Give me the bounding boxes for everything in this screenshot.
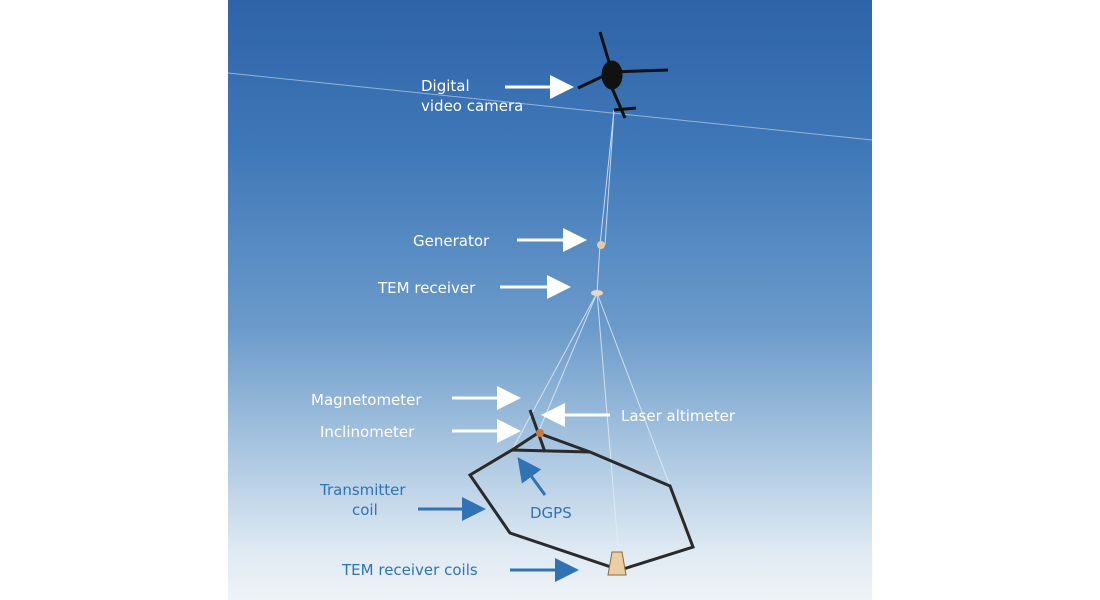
- helicopter-icon: [577, 31, 669, 119]
- power-line: [227, 72, 873, 141]
- label-inclinometer: Inclinometer: [320, 423, 415, 441]
- helicopter-survey-photo: [228, 0, 872, 600]
- transmitter-frame: [467, 409, 695, 572]
- label-magnetometer: Magnetometer: [311, 391, 422, 409]
- tem-receiver-unit: [591, 290, 603, 296]
- blue-arrows: [418, 457, 579, 582]
- tow-cables: [511, 109, 671, 571]
- label-camera-line1: Digital: [421, 77, 470, 95]
- label-camera-line2: video camera: [421, 97, 523, 115]
- label-tem-receiver-coils: TEM receiver coils: [341, 561, 478, 579]
- label-transmitter-line2: coil: [352, 501, 378, 519]
- receiver-coils-unit: [607, 551, 627, 576]
- label-tem-receiver: TEM receiver: [377, 279, 476, 297]
- generator-unit: [597, 241, 605, 249]
- label-laser-altimeter: Laser altimeter: [621, 407, 736, 425]
- inclinometer-unit: [536, 429, 544, 437]
- label-dgps: DGPS: [530, 504, 572, 522]
- label-generator: Generator: [413, 232, 490, 250]
- label-transmitter-line1: Transmitter: [319, 481, 406, 499]
- white-arrows: [452, 75, 610, 443]
